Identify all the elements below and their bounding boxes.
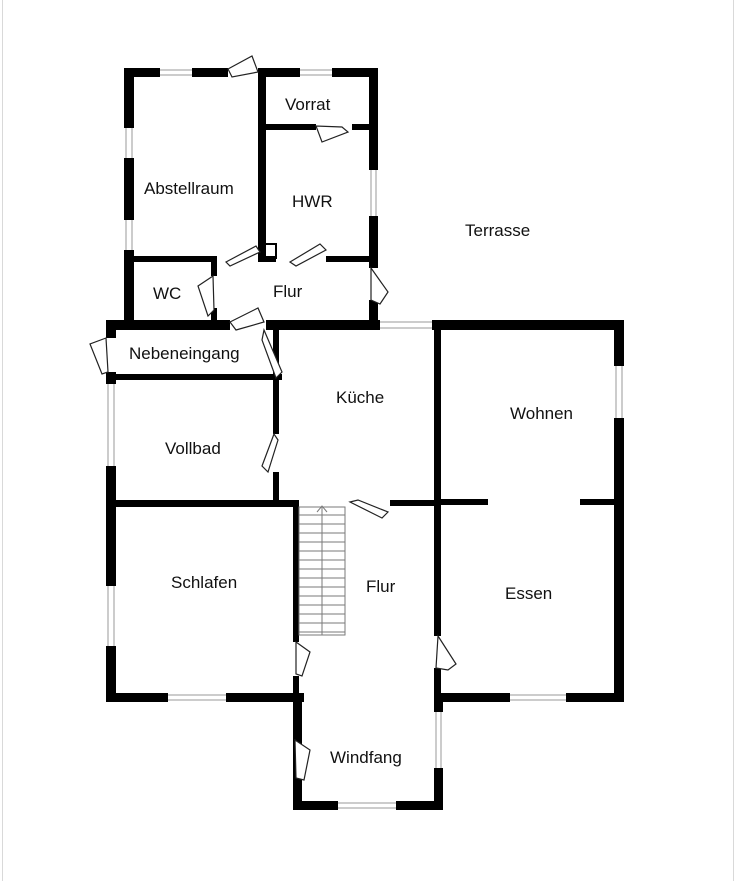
- label-wc: WC: [153, 284, 181, 303]
- staircase: [298, 505, 346, 636]
- door-hwr-right: [288, 243, 327, 267]
- wall-bad-bottom: [106, 500, 282, 507]
- door-vollbad: [261, 432, 279, 474]
- wall-main-top-right: [432, 320, 624, 330]
- window-abstell-top: [160, 68, 192, 77]
- wall-schlafen-top-right: [263, 500, 299, 507]
- wall-main-top-mid: [266, 320, 380, 330]
- label-flur-main: Flur: [366, 577, 396, 596]
- window-bad-left: [106, 384, 116, 466]
- wall-wohnen-essen-right: [580, 499, 620, 505]
- hwr-chimney: [263, 243, 277, 259]
- wall-abstell-hwr: [258, 68, 266, 260]
- label-nebeneingang: Nebeneingang: [129, 344, 240, 363]
- door-wc: [197, 274, 215, 318]
- window-hwr-right: [369, 170, 378, 216]
- stair-steps: [299, 514, 345, 633]
- wall-wc-right-bottom: [211, 308, 217, 324]
- wall-main-right: [614, 320, 624, 702]
- door-nebeneingang-inner: [261, 327, 283, 380]
- wall-annex-left: [124, 68, 134, 324]
- wall-wohnen-essen-left: [434, 499, 488, 505]
- label-windfang: Windfang: [330, 748, 402, 767]
- wall-kueche-bottom-right: [390, 500, 438, 506]
- wall-vorrat-bottom-right: [352, 124, 372, 130]
- wall-bad-kueche-low: [273, 472, 279, 506]
- wall-bad-kueche: [273, 330, 279, 434]
- label-essen: Essen: [505, 584, 552, 603]
- wall-wc-top: [124, 256, 216, 262]
- door-abstell-outer: [227, 55, 259, 78]
- label-abstellraum: Abstellraum: [144, 179, 234, 198]
- door-essen: [435, 634, 457, 671]
- page-right-border: [733, 0, 734, 881]
- label-flur-top: Flur: [273, 282, 303, 301]
- label-kueche: Küche: [336, 388, 384, 407]
- wall-nebeneingang-bottom: [106, 374, 282, 380]
- wall-schlafen-flur: [293, 500, 299, 642]
- window-wohnen-right: [614, 366, 624, 418]
- wall-annex-right-low: [369, 300, 378, 324]
- door-nebeneingang: [89, 337, 109, 375]
- window-essen-bottom: [510, 693, 566, 702]
- wall-schlafen-flur-low: [293, 676, 299, 700]
- door-windfang: [294, 738, 311, 781]
- window-windfang-right: [434, 712, 443, 768]
- window-kueche-top: [380, 320, 432, 330]
- door-schlafen: [295, 640, 311, 677]
- label-vollbad: Vollbad: [165, 439, 221, 458]
- stair-arrow: [316, 505, 328, 513]
- window-windfang-bottom: [338, 801, 396, 810]
- doors: [89, 55, 457, 781]
- wall-hwr-bottom-right: [326, 256, 372, 262]
- label-terrasse: Terrasse: [465, 221, 530, 240]
- wall-main-left: [106, 372, 116, 702]
- page-left-border: [2, 0, 3, 881]
- window-abstell-left-1: [124, 128, 134, 158]
- door-flur-outer: [370, 266, 389, 305]
- label-hwr: HWR: [292, 192, 333, 211]
- wall-vorrat-bottom-left: [258, 124, 316, 130]
- window-schlafen-bottom: [168, 693, 226, 702]
- label-wohnen: Wohnen: [510, 404, 573, 423]
- windows: [106, 68, 624, 810]
- label-vorrat: Vorrat: [285, 95, 331, 114]
- window-vorrat-top: [300, 68, 332, 77]
- window-schlafen-left: [106, 586, 116, 646]
- wall-annex-right: [369, 68, 378, 268]
- wall-main-left-top: [106, 320, 116, 338]
- wall-wc-right-top: [211, 256, 217, 276]
- window-abstell-left-2: [124, 220, 134, 250]
- door-annex-main: [229, 307, 265, 331]
- label-schlafen: Schlafen: [171, 573, 237, 592]
- wall-flur-essen-low: [434, 668, 441, 698]
- door-kueche: [348, 499, 390, 519]
- wall-kueche-wohnen: [434, 330, 441, 636]
- wall-main-top-left: [106, 320, 230, 330]
- room-labels: Abstellraum Vorrat HWR Terrasse WC Flur …: [129, 95, 573, 767]
- door-hwr-left: [225, 245, 261, 267]
- door-vorrat: [315, 125, 350, 143]
